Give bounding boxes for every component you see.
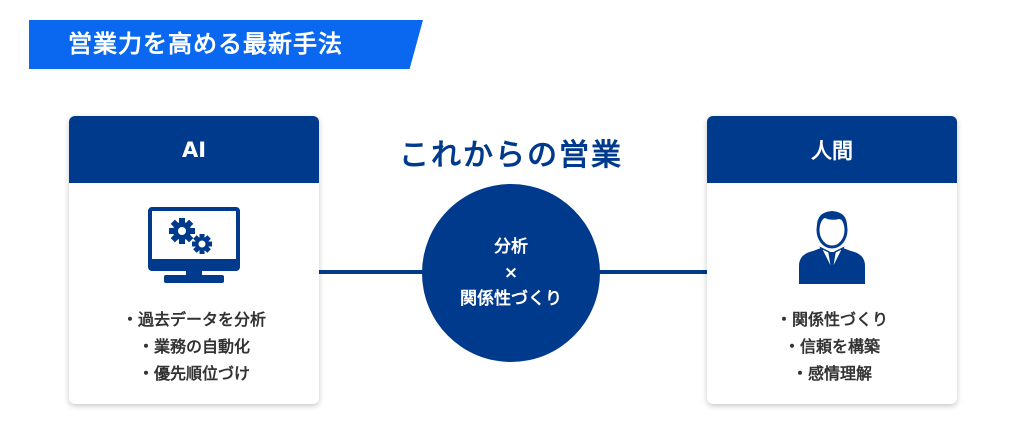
circle-line-2: 関係性づくり [460, 289, 562, 309]
center-circle: 分析 × 関係性づくり [422, 184, 600, 362]
ai-card: AI ・過去データを分析 ・業務の自動化 ・優先順位づけ [69, 116, 319, 404]
times-symbol: × [503, 263, 519, 283]
page-title: 営業力を高める最新手法 [68, 30, 343, 58]
ai-feature-list: ・過去データを分析 ・業務の自動化 ・優先順位づけ [69, 306, 319, 387]
monitor-gears-icon [148, 207, 240, 283]
connector-line-left [318, 270, 426, 274]
card-header: AI [69, 116, 319, 183]
circle-line-1: 分析 [494, 237, 528, 257]
list-item: ・感情理解 [791, 364, 872, 383]
title-banner [29, 20, 423, 69]
businessperson-icon [799, 211, 865, 284]
list-item: ・業務の自動化 [137, 337, 250, 356]
list-item: ・優先順位づけ [137, 364, 250, 383]
connector-line-right [598, 270, 708, 274]
human-card: 人間 ・関係性づくり ・信頼を構築 ・感情理解 [707, 116, 957, 404]
center-heading: これからの営業 [399, 138, 623, 173]
list-item: ・過去データを分析 [121, 310, 266, 329]
list-item: ・信頼を構築 [783, 337, 880, 356]
list-item: ・関係性づくり [775, 310, 888, 329]
card-header: 人間 [707, 116, 957, 183]
human-feature-list: ・関係性づくり ・信頼を構築 ・感情理解 [707, 306, 957, 387]
